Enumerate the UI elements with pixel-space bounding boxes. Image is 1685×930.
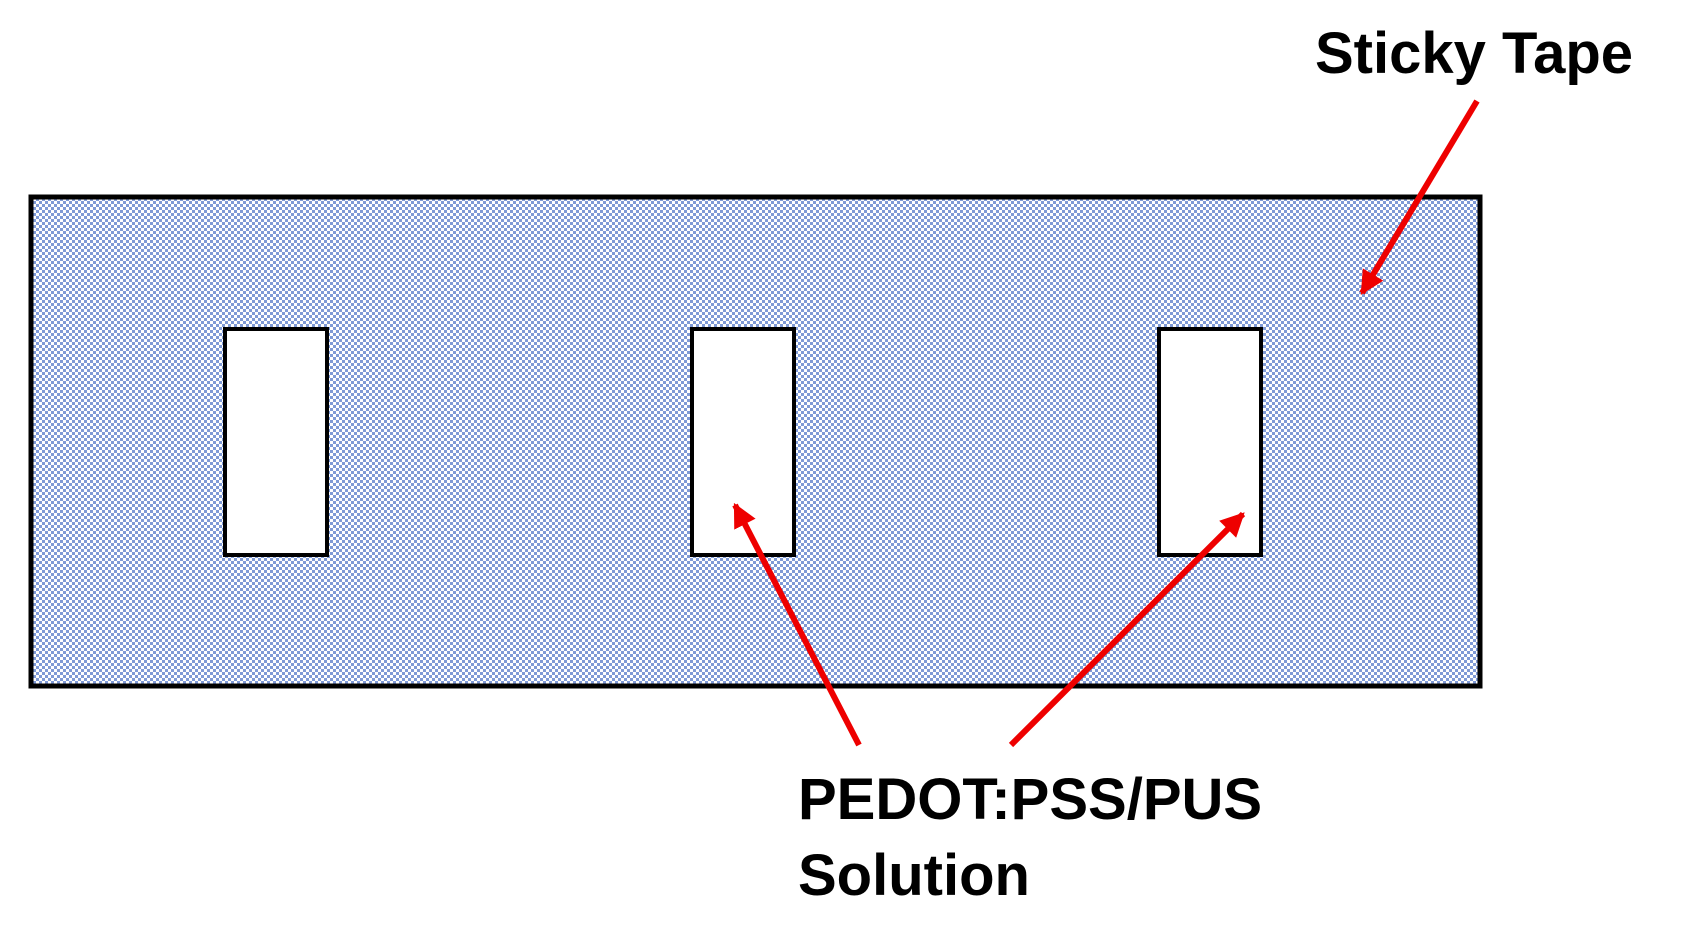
arrow-to-right-window <box>1008 511 1246 748</box>
tape-window-right <box>1157 327 1263 557</box>
sticky-tape-label: Sticky Tape <box>1315 21 1633 86</box>
solution-label-line1: PEDOT:PSS/PUS <box>798 767 1262 832</box>
arrow-to-tape <box>1359 99 1480 296</box>
arrow-to-middle-window <box>732 502 862 747</box>
solution-label-line2: Solution <box>798 843 1030 908</box>
tape-window-left <box>223 327 329 557</box>
